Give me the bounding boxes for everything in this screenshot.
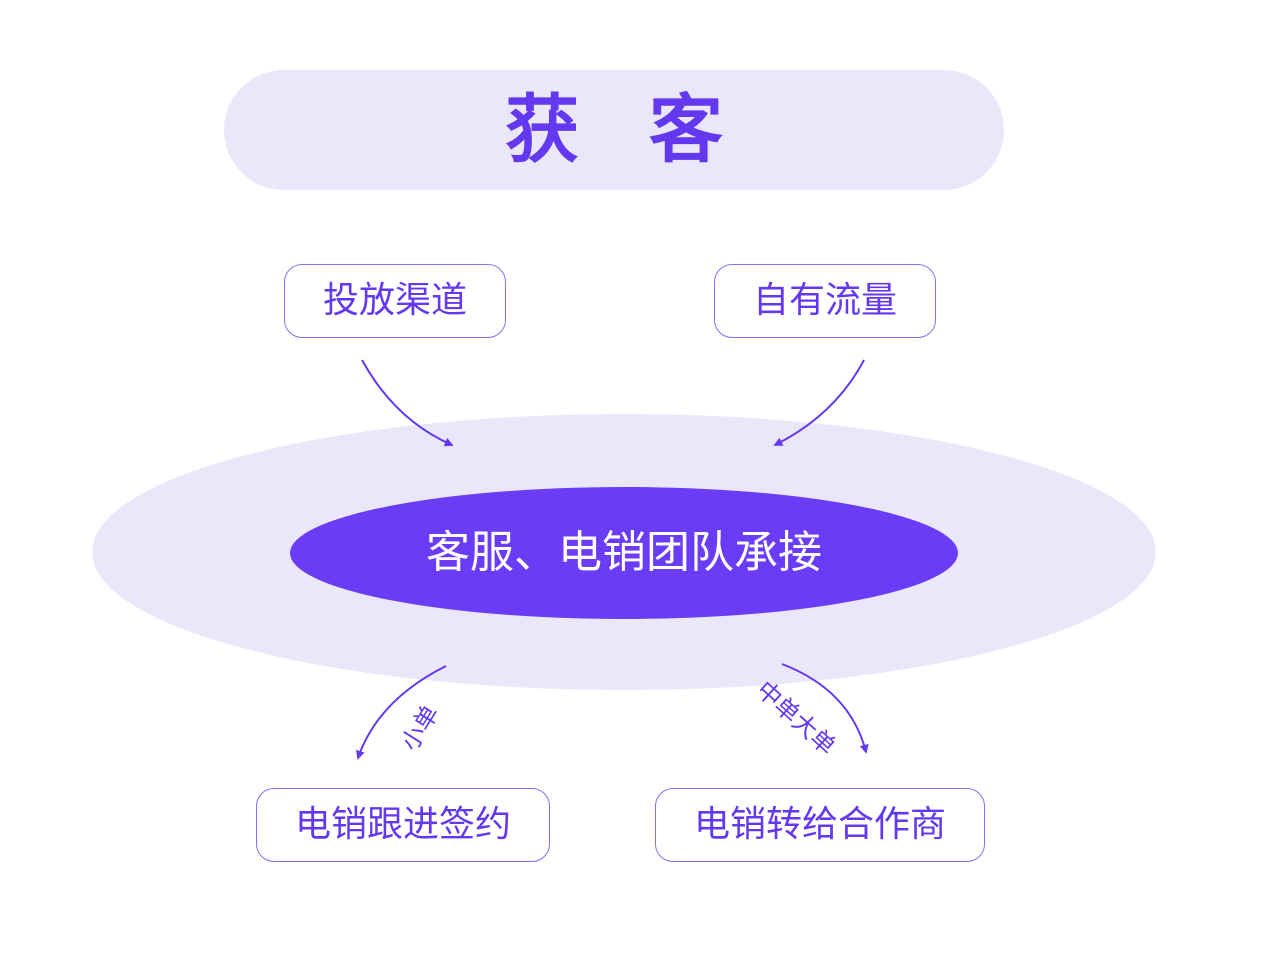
- arrow-ad-to-center: [361, 359, 454, 447]
- center-node-label: 客服、电销团队承接: [426, 527, 822, 578]
- source-label: 投放渠道: [322, 280, 467, 321]
- outcome-label: 电销转给合作商: [693, 804, 946, 845]
- arrow-center-to-partner: [781, 663, 869, 754]
- title-banner: 获 客: [224, 70, 1004, 190]
- source-label: 自有流量: [752, 280, 897, 321]
- source-node-ad-channels: 投放渠道: [284, 264, 506, 338]
- center-ellipse: [290, 487, 958, 619]
- outcome-node-telesales-sign: 电销跟进签约: [256, 788, 550, 862]
- diagram-title: 获 客: [505, 87, 745, 173]
- outcome-node-partner-handoff: 电销转给合作商: [655, 788, 985, 862]
- outcome-label: 电销跟进签约: [294, 804, 511, 845]
- arrow-own-to-center: [773, 359, 865, 446]
- arrow-center-to-small: [356, 665, 447, 760]
- source-node-owned-traffic: 自有流量: [714, 264, 936, 338]
